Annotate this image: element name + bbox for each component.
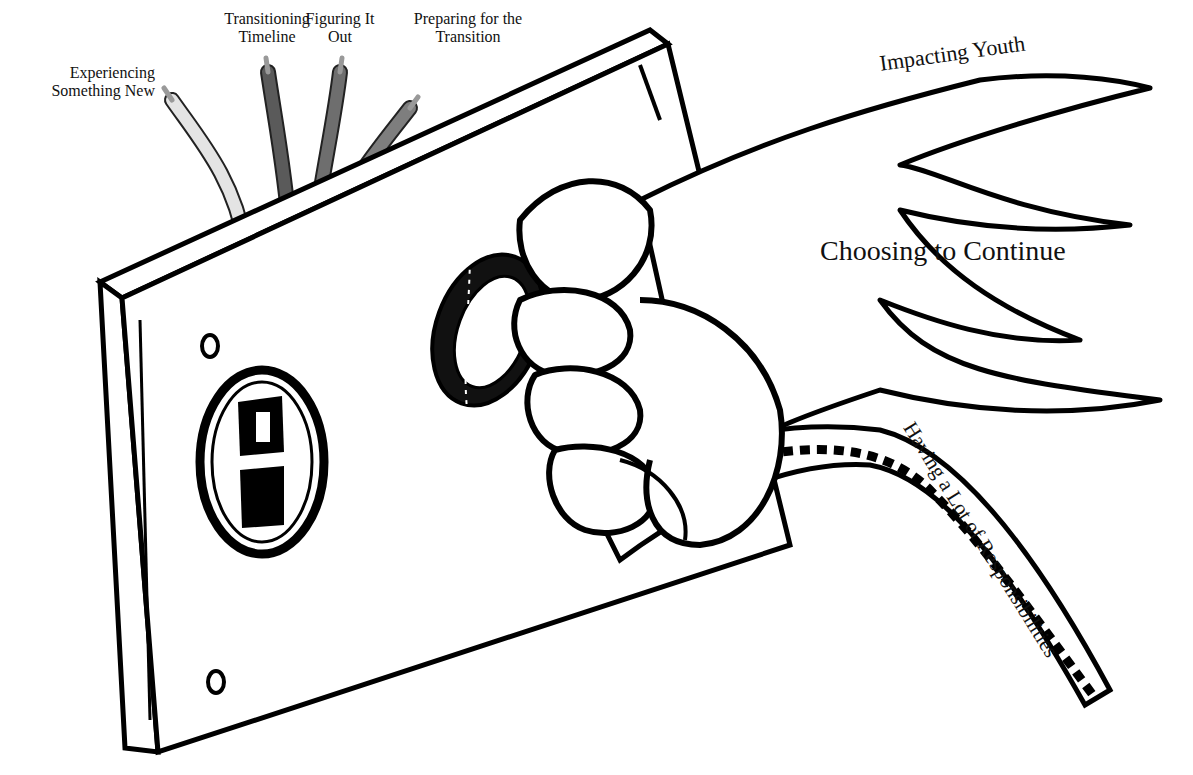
hand-label: Choosing to Continue bbox=[820, 236, 1140, 267]
wire-label: Experiencing Something New bbox=[20, 64, 155, 99]
hand-plug bbox=[412, 76, 1160, 545]
cord-label: Having a Lot of Responsibilities bbox=[898, 418, 1098, 719]
wire-label: Figuring It Out bbox=[300, 10, 380, 45]
wire-label: Transitioning Timeline bbox=[212, 10, 322, 45]
wire-label: Preparing for the Transition bbox=[398, 10, 538, 45]
outlet-plate bbox=[100, 30, 790, 752]
finger-label: Impacting Youth bbox=[878, 16, 1139, 76]
